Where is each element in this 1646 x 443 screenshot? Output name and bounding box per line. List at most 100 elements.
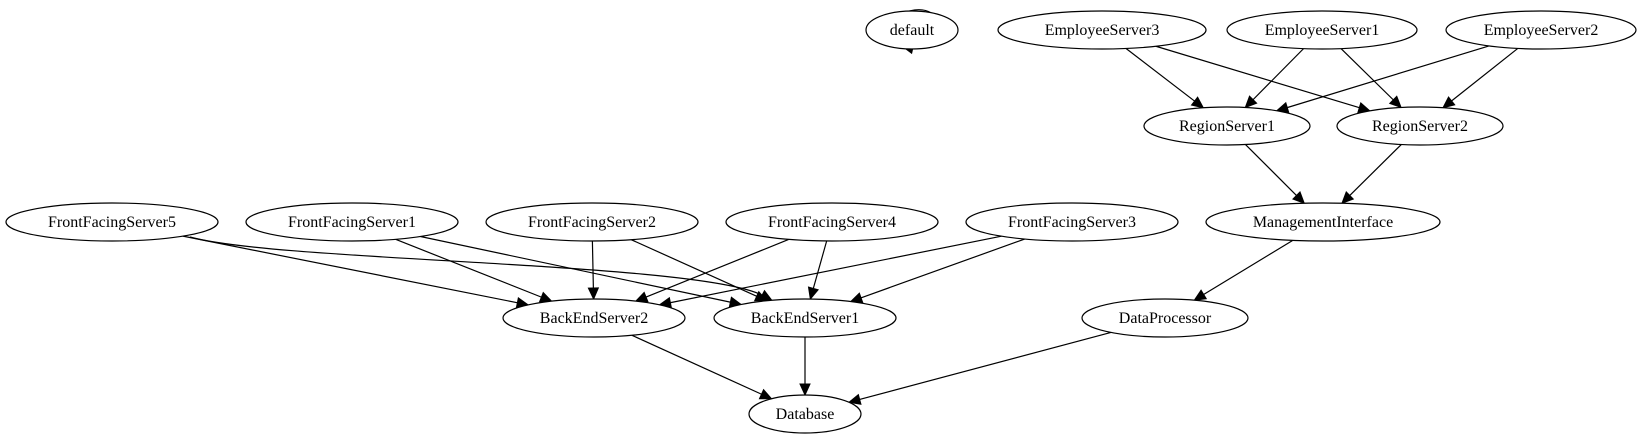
node-ellipse	[725, 202, 939, 242]
nodes-layer: default EmployeeServer3 EmployeeServer1 Emp…	[5, 10, 1637, 434]
node-label: FrontFacingServer2	[528, 214, 656, 231]
edge-line	[182, 235, 519, 304]
node-rs1: RegionServer1	[1143, 106, 1311, 146]
node-label: FrontFacingServer5	[48, 214, 176, 231]
node-es3: EmployeeServer3	[997, 10, 1207, 50]
node-label: FrontFacingServer1	[288, 214, 416, 231]
edge-ff1-to-be2	[395, 238, 553, 303]
arrowhead-icon	[1190, 96, 1205, 109]
node-label: RegionServer1	[1179, 118, 1275, 135]
edge-line	[858, 331, 1112, 401]
node-ff1: FrontFacingServer1	[245, 202, 459, 242]
edge-es2-to-rs2	[1442, 47, 1519, 109]
node-es2: EmployeeServer2	[1445, 10, 1637, 50]
node-ellipse	[865, 10, 959, 50]
node-ellipse	[1143, 106, 1311, 146]
node-label: FrontFacingServer3	[1008, 214, 1136, 231]
node-label: default	[890, 22, 935, 39]
node-ellipse	[748, 394, 862, 434]
node-ff2: FrontFacingServer2	[485, 202, 699, 242]
edge-line	[1245, 144, 1298, 197]
node-ellipse	[245, 202, 459, 242]
arrowhead-icon	[538, 291, 553, 303]
arrowhead-icon	[758, 388, 773, 400]
arrowhead-icon	[1193, 289, 1208, 301]
edge-be2-to-db	[631, 334, 773, 400]
edge-line	[669, 235, 1002, 304]
edge-es1-to-rs2	[1340, 48, 1402, 109]
node-label: ManagementInterface	[1253, 214, 1393, 231]
node-be1: BackEndServer1	[713, 298, 897, 338]
edge-rs1-to-mi	[1245, 144, 1306, 205]
arrowhead-icon	[634, 291, 649, 303]
edge-line	[1340, 48, 1395, 101]
node-label: FrontFacingServer4	[768, 214, 896, 231]
node-ellipse	[997, 10, 1207, 50]
node-ellipse	[1205, 202, 1441, 242]
arrowhead-icon	[847, 393, 862, 405]
edge-rs2-to-mi	[1341, 144, 1402, 205]
node-ff5: FrontFacingServer5	[5, 202, 219, 242]
edge-line	[1286, 45, 1490, 109]
edge-line	[395, 238, 543, 299]
node-label: DataProcessor	[1119, 310, 1212, 327]
node-ellipse	[1445, 10, 1637, 50]
arrowhead-icon	[807, 286, 820, 301]
edge-ff3-to-be1	[849, 238, 1025, 304]
node-ellipse	[1081, 298, 1249, 338]
node-label: BackEndServer1	[751, 310, 859, 327]
node-ellipse	[1226, 10, 1418, 50]
node-ellipse	[502, 298, 686, 338]
node-dp: DataProcessor	[1081, 298, 1249, 338]
edge-line	[812, 240, 828, 290]
edge-line	[1155, 45, 1361, 109]
node-db: Database	[748, 394, 862, 434]
edge-line	[631, 334, 763, 396]
arrowhead-icon	[1292, 191, 1306, 205]
node-default: default	[865, 10, 959, 50]
node-ellipse	[1336, 106, 1504, 146]
edges-layer	[182, 9, 1519, 405]
node-label: RegionServer2	[1372, 118, 1468, 135]
node-mi: ManagementInterface	[1205, 202, 1441, 242]
edge-line	[859, 238, 1025, 299]
node-ellipse	[485, 202, 699, 242]
edge-be1-to-db	[799, 337, 811, 397]
node-label: BackEndServer2	[540, 310, 648, 327]
edge-ff1-to-be1	[420, 235, 743, 308]
edge-es3-to-rs2	[1155, 45, 1372, 114]
node-label: EmployeeServer3	[1045, 22, 1160, 39]
node-ellipse	[5, 202, 219, 242]
edge-line	[420, 235, 732, 303]
arrowhead-icon	[1341, 191, 1355, 205]
node-es1: EmployeeServer1	[1226, 10, 1418, 50]
edge-line	[591, 240, 594, 290]
node-ellipse	[965, 202, 1179, 242]
arrowhead-icon	[799, 383, 811, 397]
edge-es1-to-rs1	[1244, 48, 1304, 109]
edge-line	[1348, 144, 1402, 197]
edge-line	[189, 236, 764, 297]
edge-line	[1251, 48, 1304, 101]
edge-ff3-to-be2	[658, 235, 1002, 309]
node-be2: BackEndServer2	[502, 298, 686, 338]
arrowhead-icon	[1388, 95, 1402, 109]
edge-line	[1125, 48, 1196, 103]
edge-ff4-to-be1	[807, 240, 828, 301]
node-rs2: RegionServer2	[1336, 106, 1504, 146]
node-ellipse	[713, 298, 897, 338]
node-ff3: FrontFacingServer3	[965, 202, 1179, 242]
edge-line	[1450, 47, 1519, 102]
edge-dp-to-db	[847, 331, 1112, 405]
edge-ff4-to-be2	[634, 238, 790, 303]
edge-es2-to-rs1	[1275, 45, 1490, 113]
edge-ff5-to-be1	[189, 236, 773, 301]
edge-line	[644, 238, 790, 298]
edge-line	[630, 239, 758, 298]
edge-line	[1202, 239, 1294, 296]
arrowhead-icon	[1442, 96, 1456, 109]
node-label: EmployeeServer2	[1484, 22, 1599, 39]
edge-ff2-to-be1	[630, 239, 768, 302]
node-label: Database	[776, 406, 835, 423]
